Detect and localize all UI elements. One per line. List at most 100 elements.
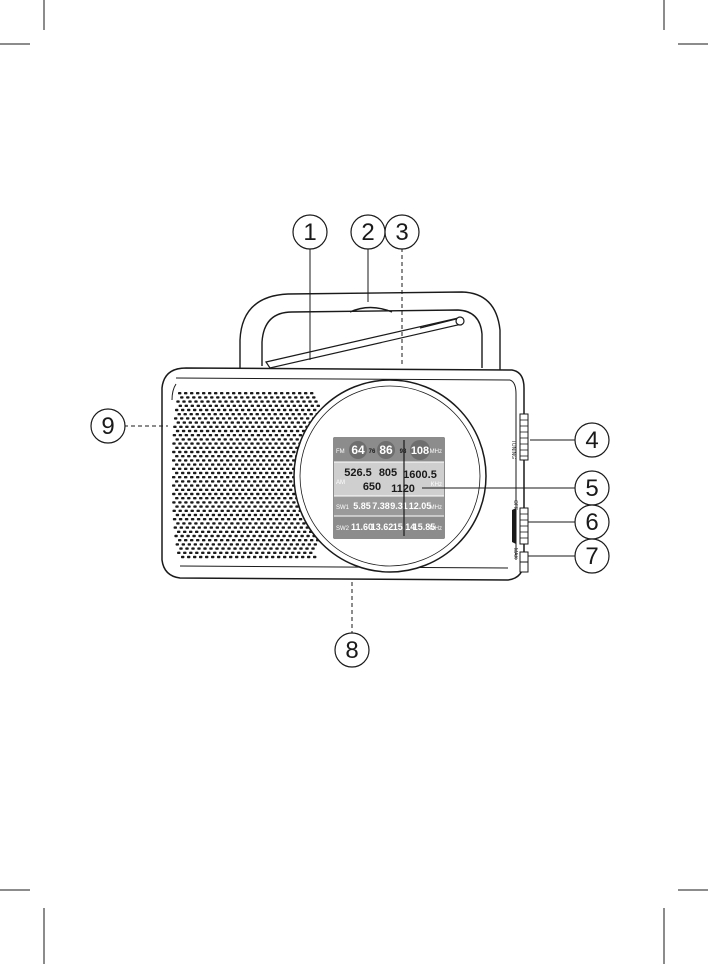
grille-hole [211, 429, 216, 433]
grille-hole [250, 484, 254, 487]
grille-hole [263, 425, 267, 428]
grille-hole [196, 476, 200, 479]
grille-hole [277, 471, 281, 475]
grille-hole [268, 484, 272, 487]
grille-hole [278, 522, 282, 525]
grille-hole [183, 551, 187, 554]
grille-hole [194, 421, 198, 424]
grille-hole [282, 534, 286, 538]
grille-hole [229, 408, 233, 412]
grille-hole [276, 534, 280, 538]
grille-hole [211, 488, 215, 491]
grille-hole [178, 484, 182, 487]
grille-hole [244, 404, 248, 407]
grille-hole [248, 522, 252, 525]
grille-hole [256, 484, 260, 487]
grille-hole [241, 488, 245, 491]
grille-hole [286, 476, 290, 479]
grille-hole [199, 446, 203, 449]
grille-hole [242, 400, 246, 403]
grille-hole [229, 488, 233, 491]
grille-hole [262, 509, 266, 512]
grille-hole [306, 417, 310, 420]
grille-hole [182, 421, 186, 424]
grille-hole [268, 404, 272, 407]
grille-hole [265, 555, 269, 559]
grille-hole [188, 400, 192, 403]
grille-hole [250, 509, 254, 512]
grille-hole [259, 555, 263, 559]
grille-hole [262, 459, 266, 462]
grille-hole [199, 455, 203, 458]
grille-hole [244, 501, 248, 504]
grille-hole [268, 509, 272, 512]
grille-hole [221, 526, 225, 529]
grille-hole [287, 425, 291, 428]
grille-hole [224, 522, 228, 525]
grille-hole [202, 459, 206, 462]
grille-hole [211, 446, 215, 449]
side-controls [512, 413, 529, 573]
grille-hole [229, 480, 233, 483]
grille-hole [232, 509, 236, 512]
grille-hole [265, 446, 269, 449]
grille-hole [244, 518, 249, 521]
grille-hole [292, 442, 296, 445]
grille-hole [268, 442, 272, 445]
grille-hole [283, 408, 287, 412]
grille-hole [271, 463, 275, 466]
grille-hole [217, 543, 221, 546]
grille-hole [205, 497, 209, 500]
grille-hole [286, 501, 290, 504]
grille-hole [196, 442, 200, 445]
grille-hole [269, 547, 273, 550]
grille-hole [205, 505, 209, 508]
grille-hole [217, 455, 221, 458]
grille-hole [256, 434, 261, 437]
grille-hole [297, 413, 301, 416]
grille-hole [202, 492, 206, 496]
grille-hole [214, 442, 218, 445]
grille-hole [312, 396, 316, 399]
grille-hole [234, 417, 238, 420]
grille-hole [178, 518, 183, 521]
grille-hole [232, 392, 236, 395]
grille-hole [224, 400, 228, 403]
grille-hole [198, 417, 202, 420]
grille-hole [201, 551, 205, 554]
grille-hole [235, 455, 239, 458]
grille-hole [199, 408, 203, 412]
grille-hole [184, 539, 188, 542]
am-650: 650 [363, 481, 381, 493]
grille-hole [229, 429, 234, 433]
grille-hole [250, 392, 254, 395]
grille-hole [250, 518, 255, 521]
grille-hole [236, 522, 240, 525]
grille-hole [274, 539, 278, 542]
grille-hole [196, 392, 200, 395]
grille-hole [286, 459, 290, 462]
grille-hole [277, 488, 281, 491]
grille-hole [232, 404, 236, 407]
grille-hole [277, 455, 281, 458]
grille-hole [253, 446, 257, 449]
grille-hole [220, 484, 224, 487]
grille-hole [254, 400, 258, 403]
grille-hole [271, 555, 275, 559]
grille-hole [223, 463, 227, 466]
grille-hole [270, 396, 274, 399]
grille-hole [280, 509, 284, 512]
grille-hole [225, 551, 229, 554]
grille-hole [190, 434, 195, 437]
grille-hole [199, 555, 203, 559]
grille-hole [274, 404, 278, 407]
grille-hole [193, 471, 197, 475]
grille-hole [265, 480, 269, 483]
grille-hole [259, 408, 263, 412]
grille-hole [274, 492, 278, 496]
grille-hole [265, 455, 269, 458]
grille-hole [197, 526, 201, 529]
grille-hole [226, 459, 230, 462]
grille-hole [211, 497, 215, 500]
grille-hole [187, 463, 191, 466]
